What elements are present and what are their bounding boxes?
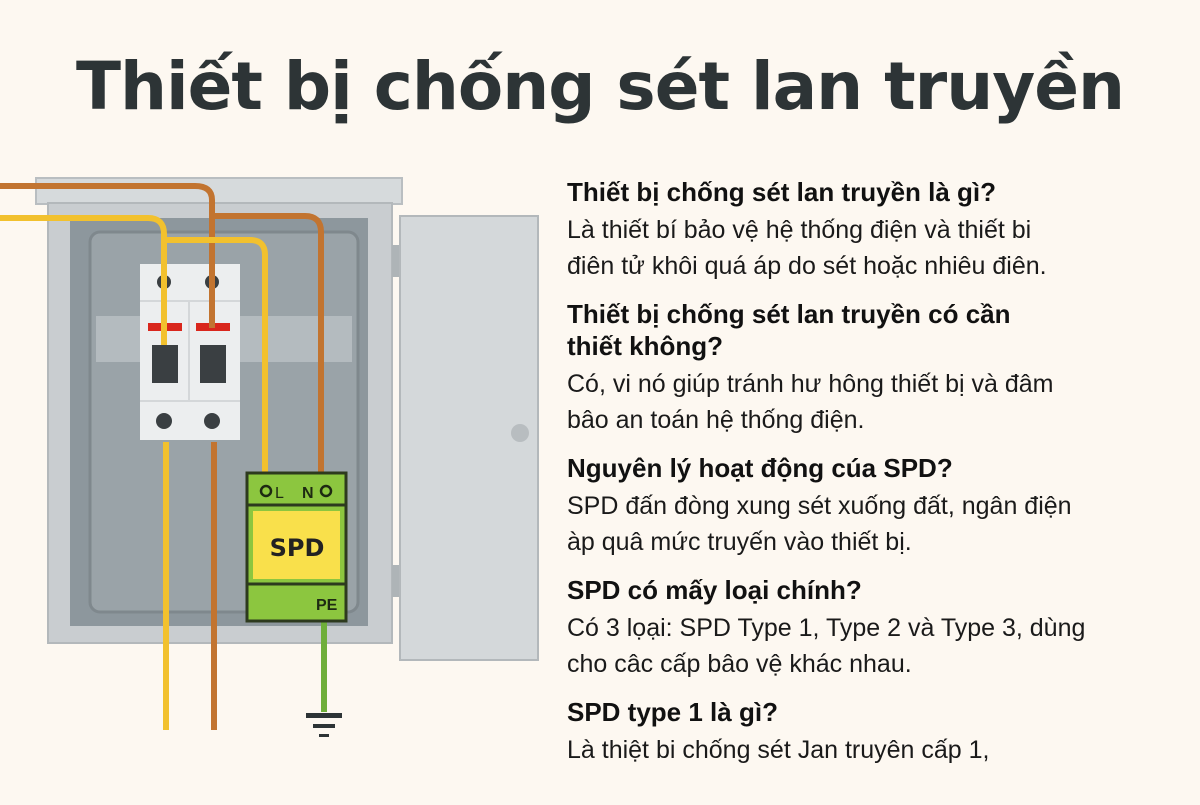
faq-question: Nguyên lý hoạt động cúa SPD? bbox=[567, 453, 953, 483]
spd-module: L N SPD PE bbox=[245, 471, 348, 623]
faq-answer-line: Là thiệt bi chống sét Jan truyên cấp 1, bbox=[567, 736, 990, 764]
breaker-screw-icon bbox=[204, 413, 220, 429]
faq-answer: Là thiệt bi chống sét Jan truyên cấp 1, bbox=[567, 732, 1167, 768]
terminal-n-label: N bbox=[302, 485, 314, 502]
ground-icon bbox=[306, 713, 342, 737]
faq-answer: Là thiết bí bảo vệ hệ thống điện và thiế… bbox=[567, 212, 1167, 284]
faq-answer-line: Có 3 lọại: SPD Type 1, Type 2 và Type 3,… bbox=[567, 614, 1086, 642]
door-handle-icon bbox=[511, 424, 529, 442]
faq-answer-line: cho câc cấp bâo vệ khác nhau. bbox=[567, 650, 912, 678]
faq-section: Thiết bị chống sét lan truyền là gì? Là … bbox=[567, 176, 1167, 782]
hinge-icon bbox=[392, 245, 402, 277]
terminal-l-label: L bbox=[275, 485, 284, 502]
cabinet-lid bbox=[35, 177, 403, 205]
terminal-icon bbox=[259, 484, 273, 498]
faq-answer: SPD đấn đòng xung sét xuống đất, ngân đi… bbox=[567, 488, 1167, 560]
page-title: Thiết bị chống sét lan truyền bbox=[76, 48, 1125, 125]
faq-question: Thiết bị chống sét lan truyền có cần thi… bbox=[567, 298, 1167, 362]
faq-answer-line: điên tử khôi quá áp do sét hoặc nhiêu đi… bbox=[567, 252, 1047, 280]
wire-brown-main bbox=[0, 183, 215, 328]
wire-yellow-main bbox=[0, 215, 167, 345]
wire-brown-spd bbox=[212, 213, 324, 474]
breaker-screw-icon bbox=[156, 413, 172, 429]
faq-answer-line: bâo an toán hệ thống điện. bbox=[567, 406, 865, 434]
faq-question: Thiết bị chống sét lan truyền là gì? bbox=[567, 177, 997, 207]
faq-answer: Có, vi nó giúp tránh hư hông thiết bị và… bbox=[567, 366, 1167, 438]
breaker-toggle bbox=[152, 345, 178, 383]
faq-answer: Có 3 lọại: SPD Type 1, Type 2 và Type 3,… bbox=[567, 610, 1167, 682]
spd-wiring-diagram: L N SPD PE bbox=[0, 170, 560, 800]
faq-answer-line: Có, vi nó giúp tránh hư hông thiết bị và… bbox=[567, 370, 1054, 398]
hinge-icon bbox=[392, 565, 402, 597]
faq-answer-line: Là thiết bí bảo vệ hệ thống điện và thiế… bbox=[567, 216, 1032, 244]
faq-question: SPD type 1 là gì? bbox=[567, 697, 778, 727]
terminal-pe-label: PE bbox=[316, 597, 338, 614]
faq-question-line: thiết không? bbox=[567, 331, 723, 361]
faq-question: SPD có mấy loại chính? bbox=[567, 575, 862, 605]
spd-label: SPD bbox=[270, 534, 325, 562]
faq-answer-line: àp quâ mức truyến vào thiết bị. bbox=[567, 528, 912, 556]
wire-yellow-spd bbox=[164, 237, 268, 474]
breaker-toggle bbox=[200, 345, 226, 383]
faq-answer-line: SPD đấn đòng xung sét xuống đất, ngân đi… bbox=[567, 492, 1072, 520]
terminal-icon bbox=[319, 484, 333, 498]
faq-question-line: Thiết bị chống sét lan truyền có cần bbox=[567, 299, 1011, 329]
